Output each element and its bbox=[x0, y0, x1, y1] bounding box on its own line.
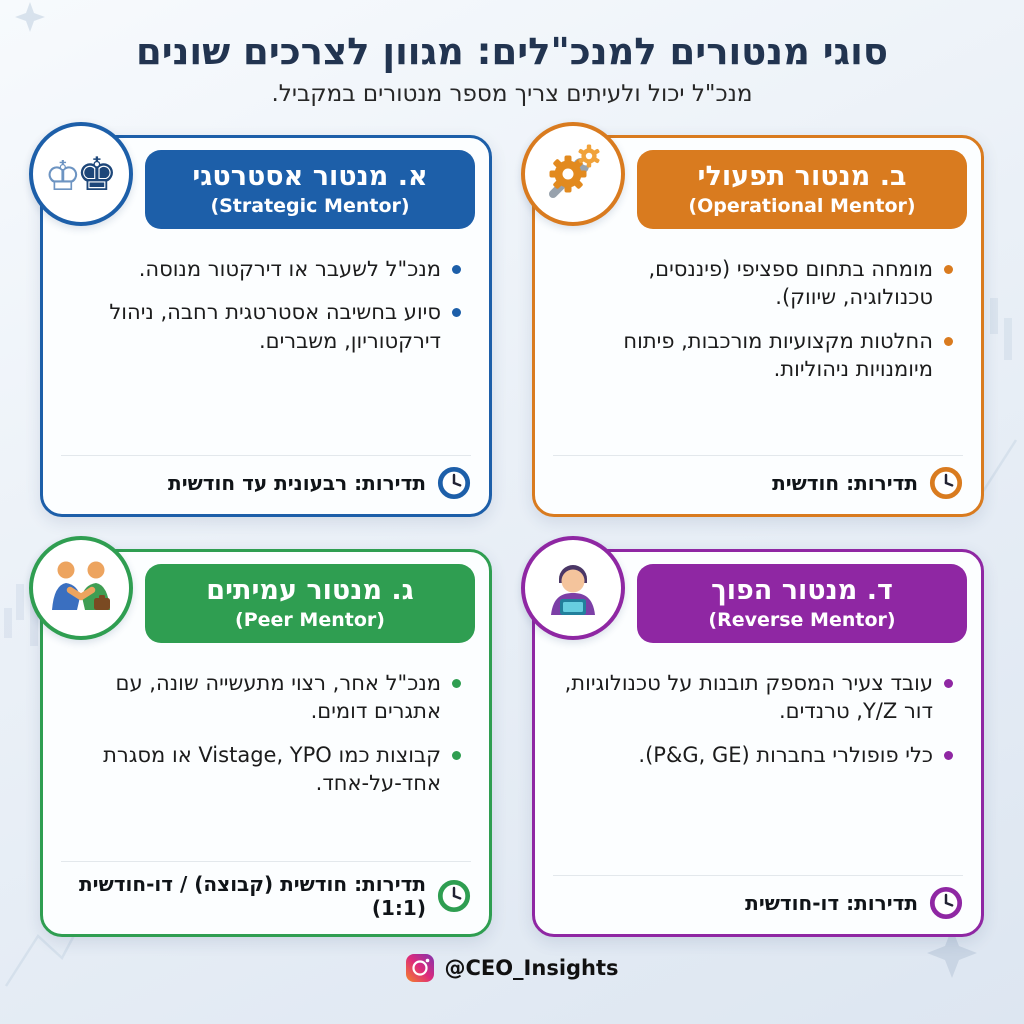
bullet-text: מומחה בתחום ספציפי (פיננסים, טכנולוגיה, … bbox=[648, 257, 934, 310]
clock-icon bbox=[437, 466, 471, 500]
card-footer: תדירות: רבעונית עד חודשית bbox=[61, 455, 471, 500]
instagram-icon bbox=[405, 953, 435, 983]
bullet-text: מנכ"ל אחר, רצוי מתעשייה שונה, עם אתגרים … bbox=[115, 671, 441, 724]
card-strategic-mentor: ♚ ♔ א. מנטור אסטרטגי (Strategic Mentor) … bbox=[29, 122, 492, 517]
card-subtitle-en: (Strategic Mentor) bbox=[210, 195, 410, 218]
frequency-text: תדירות: חודשית (קבוצה) / דו-חודשית (1:1) bbox=[79, 872, 426, 920]
bullet-dot bbox=[452, 679, 461, 689]
social-footer: @CEO_Insights bbox=[0, 953, 1024, 983]
social-handle: @CEO_Insights bbox=[444, 956, 619, 980]
card-reverse-mentor: ד. מנטור הפוך (Reverse Mentor) עובד צעיר… bbox=[521, 536, 984, 937]
cards-grid: ♚ ♔ א. מנטור אסטרטגי (Strategic Mentor) … bbox=[0, 122, 1024, 937]
page-subtitle: מנכ"ל יכול ולעיתים צריך מספר מנטורים במק… bbox=[271, 81, 753, 107]
clock-icon bbox=[929, 466, 963, 500]
page-title: סוגי מנטורים למנכ"לים: מגוון לצרכים שוני… bbox=[136, 30, 888, 73]
card-subtitle-en: (Peer Mentor) bbox=[235, 609, 385, 632]
bullet-item: סיוע בחשיבה אסטרטגית רחבה, ניהול דירקטור… bbox=[63, 298, 461, 355]
card-subtitle-en: (Reverse Mentor) bbox=[708, 609, 896, 632]
frequency-text: תדירות: רבעונית עד חודשית bbox=[168, 471, 426, 495]
card-header: ב. מנטור תפעולי (Operational Mentor) bbox=[637, 150, 967, 230]
card-body: מנכ"ל לשעבר או דירקטור מנוסה. סיוע בחשיב… bbox=[43, 229, 489, 455]
bullet-dot bbox=[944, 336, 953, 346]
clock-icon bbox=[929, 886, 963, 920]
bullet-text: סיוע בחשיבה אסטרטגית רחבה, ניהול דירקטור… bbox=[109, 300, 441, 353]
bullet-item: החלטות מקצועיות מורכבות, פיתוח מיומנויות… bbox=[555, 327, 953, 384]
chess-king-dark-icon: ♚ bbox=[76, 147, 118, 201]
bullet-dot bbox=[452, 265, 461, 275]
handshake-icon bbox=[29, 536, 133, 640]
bullet-item: מנכ"ל לשעבר או דירקטור מנוסה. bbox=[63, 255, 461, 283]
frequency-text: תדירות: חודשית bbox=[772, 471, 918, 495]
bullet-text: כלי פופולרי בחברות (P&G, GE). bbox=[638, 742, 933, 767]
card-title: א. מנטור אסטרטגי bbox=[192, 161, 428, 192]
frequency-text: תדירות: דו-חודשית bbox=[745, 891, 918, 915]
bullet-dot bbox=[944, 750, 953, 760]
card-body: מומחה בתחום ספציפי (פיננסים, טכנולוגיה, … bbox=[535, 229, 981, 455]
card-footer: תדירות: חודשית bbox=[553, 455, 963, 500]
bullet-text: עובד צעיר המספק תובנות על טכנולוגיות, דו… bbox=[564, 671, 933, 724]
card-header: א. מנטור אסטרטגי (Strategic Mentor) bbox=[145, 150, 475, 230]
card-title: ד. מנטור הפוך bbox=[711, 575, 893, 606]
chess-icon: ♚ ♔ bbox=[29, 122, 133, 226]
bullet-dot bbox=[944, 679, 953, 689]
gears-icon bbox=[521, 122, 625, 226]
bullet-item: מנכ"ל אחר, רצוי מתעשייה שונה, עם אתגרים … bbox=[63, 669, 461, 726]
bullet-text: מנכ"ל לשעבר או דירקטור מנוסה. bbox=[138, 257, 441, 282]
card-header: ג. מנטור עמיתים (Peer Mentor) bbox=[145, 564, 475, 644]
bullet-dot bbox=[452, 750, 461, 760]
card-footer: תדירות: חודשית (קבוצה) / דו-חודשית (1:1) bbox=[61, 861, 471, 920]
card-body: עובד צעיר המספק תובנות על טכנולוגיות, דו… bbox=[535, 643, 981, 875]
card-peer-mentor: ג. מנטור עמיתים (Peer Mentor) מנכ"ל אחר,… bbox=[29, 536, 492, 937]
card-operational-mentor: ב. מנטור תפעולי (Operational Mentor) מומ… bbox=[521, 122, 984, 517]
card-subtitle-en: (Operational Mentor) bbox=[688, 195, 916, 218]
card-footer: תדירות: דו-חודשית bbox=[553, 875, 963, 920]
bullet-item: מומחה בתחום ספציפי (פיננסים, טכנולוגיה, … bbox=[555, 255, 953, 312]
bullet-dot bbox=[944, 265, 953, 275]
card-header: ד. מנטור הפוך (Reverse Mentor) bbox=[637, 564, 967, 644]
card-title: ג. מנטור עמיתים bbox=[206, 575, 414, 606]
card-title: ב. מנטור תפעולי bbox=[697, 161, 907, 192]
bullet-item: כלי פופולרי בחברות (P&G, GE). bbox=[555, 741, 953, 769]
bullet-item: קבוצות כמו Vistage, YPO או מסגרת אחד-על-… bbox=[63, 741, 461, 798]
bullet-text: החלטות מקצועיות מורכבות, פיתוח מיומנויות… bbox=[623, 328, 933, 382]
bullet-text: קבוצות כמו Vistage, YPO או מסגרת אחד-על-… bbox=[103, 742, 441, 796]
card-body: מנכ"ל אחר, רצוי מתעשייה שונה, עם אתגרים … bbox=[43, 643, 489, 861]
bullet-dot bbox=[452, 308, 461, 318]
bullet-item: עובד צעיר המספק תובנות על טכנולוגיות, דו… bbox=[555, 669, 953, 726]
chess-king-light-icon: ♔ bbox=[44, 152, 82, 200]
tablet-user-icon bbox=[521, 536, 625, 640]
clock-icon bbox=[437, 879, 471, 913]
